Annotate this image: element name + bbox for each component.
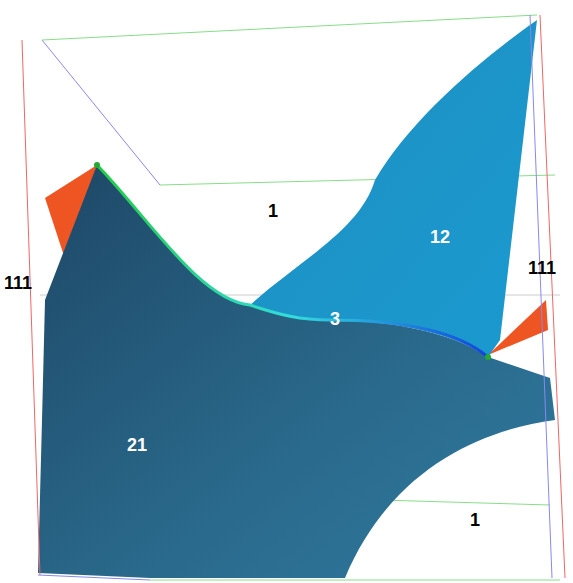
region-label: 111 [4, 274, 32, 292]
region-label: 1 [268, 202, 278, 220]
region-label: 21 [127, 436, 147, 454]
region-label: 1 [470, 511, 480, 529]
region-label: 12 [430, 228, 450, 246]
region-label: 3 [330, 310, 340, 328]
region-label: 111 [528, 259, 556, 277]
